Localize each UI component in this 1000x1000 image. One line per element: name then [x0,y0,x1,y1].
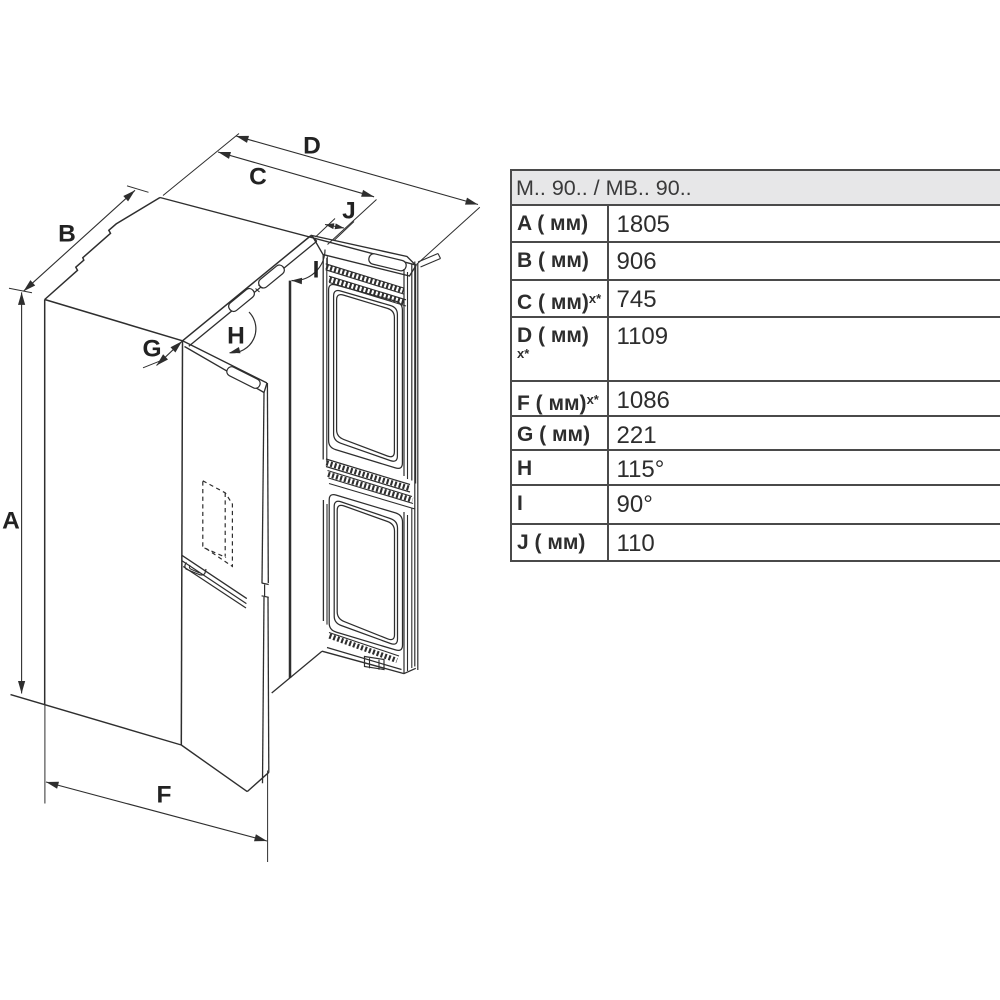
svg-text:J: J [342,198,356,225]
svg-text:G: G [142,336,161,363]
svg-text:A: A [2,508,20,535]
svg-text:H: H [227,323,245,350]
svg-text:I: I [313,257,320,284]
svg-text:D: D [303,133,321,160]
svg-text:C: C [249,164,267,191]
svg-text:B: B [58,221,76,248]
svg-text:F: F [157,782,172,809]
